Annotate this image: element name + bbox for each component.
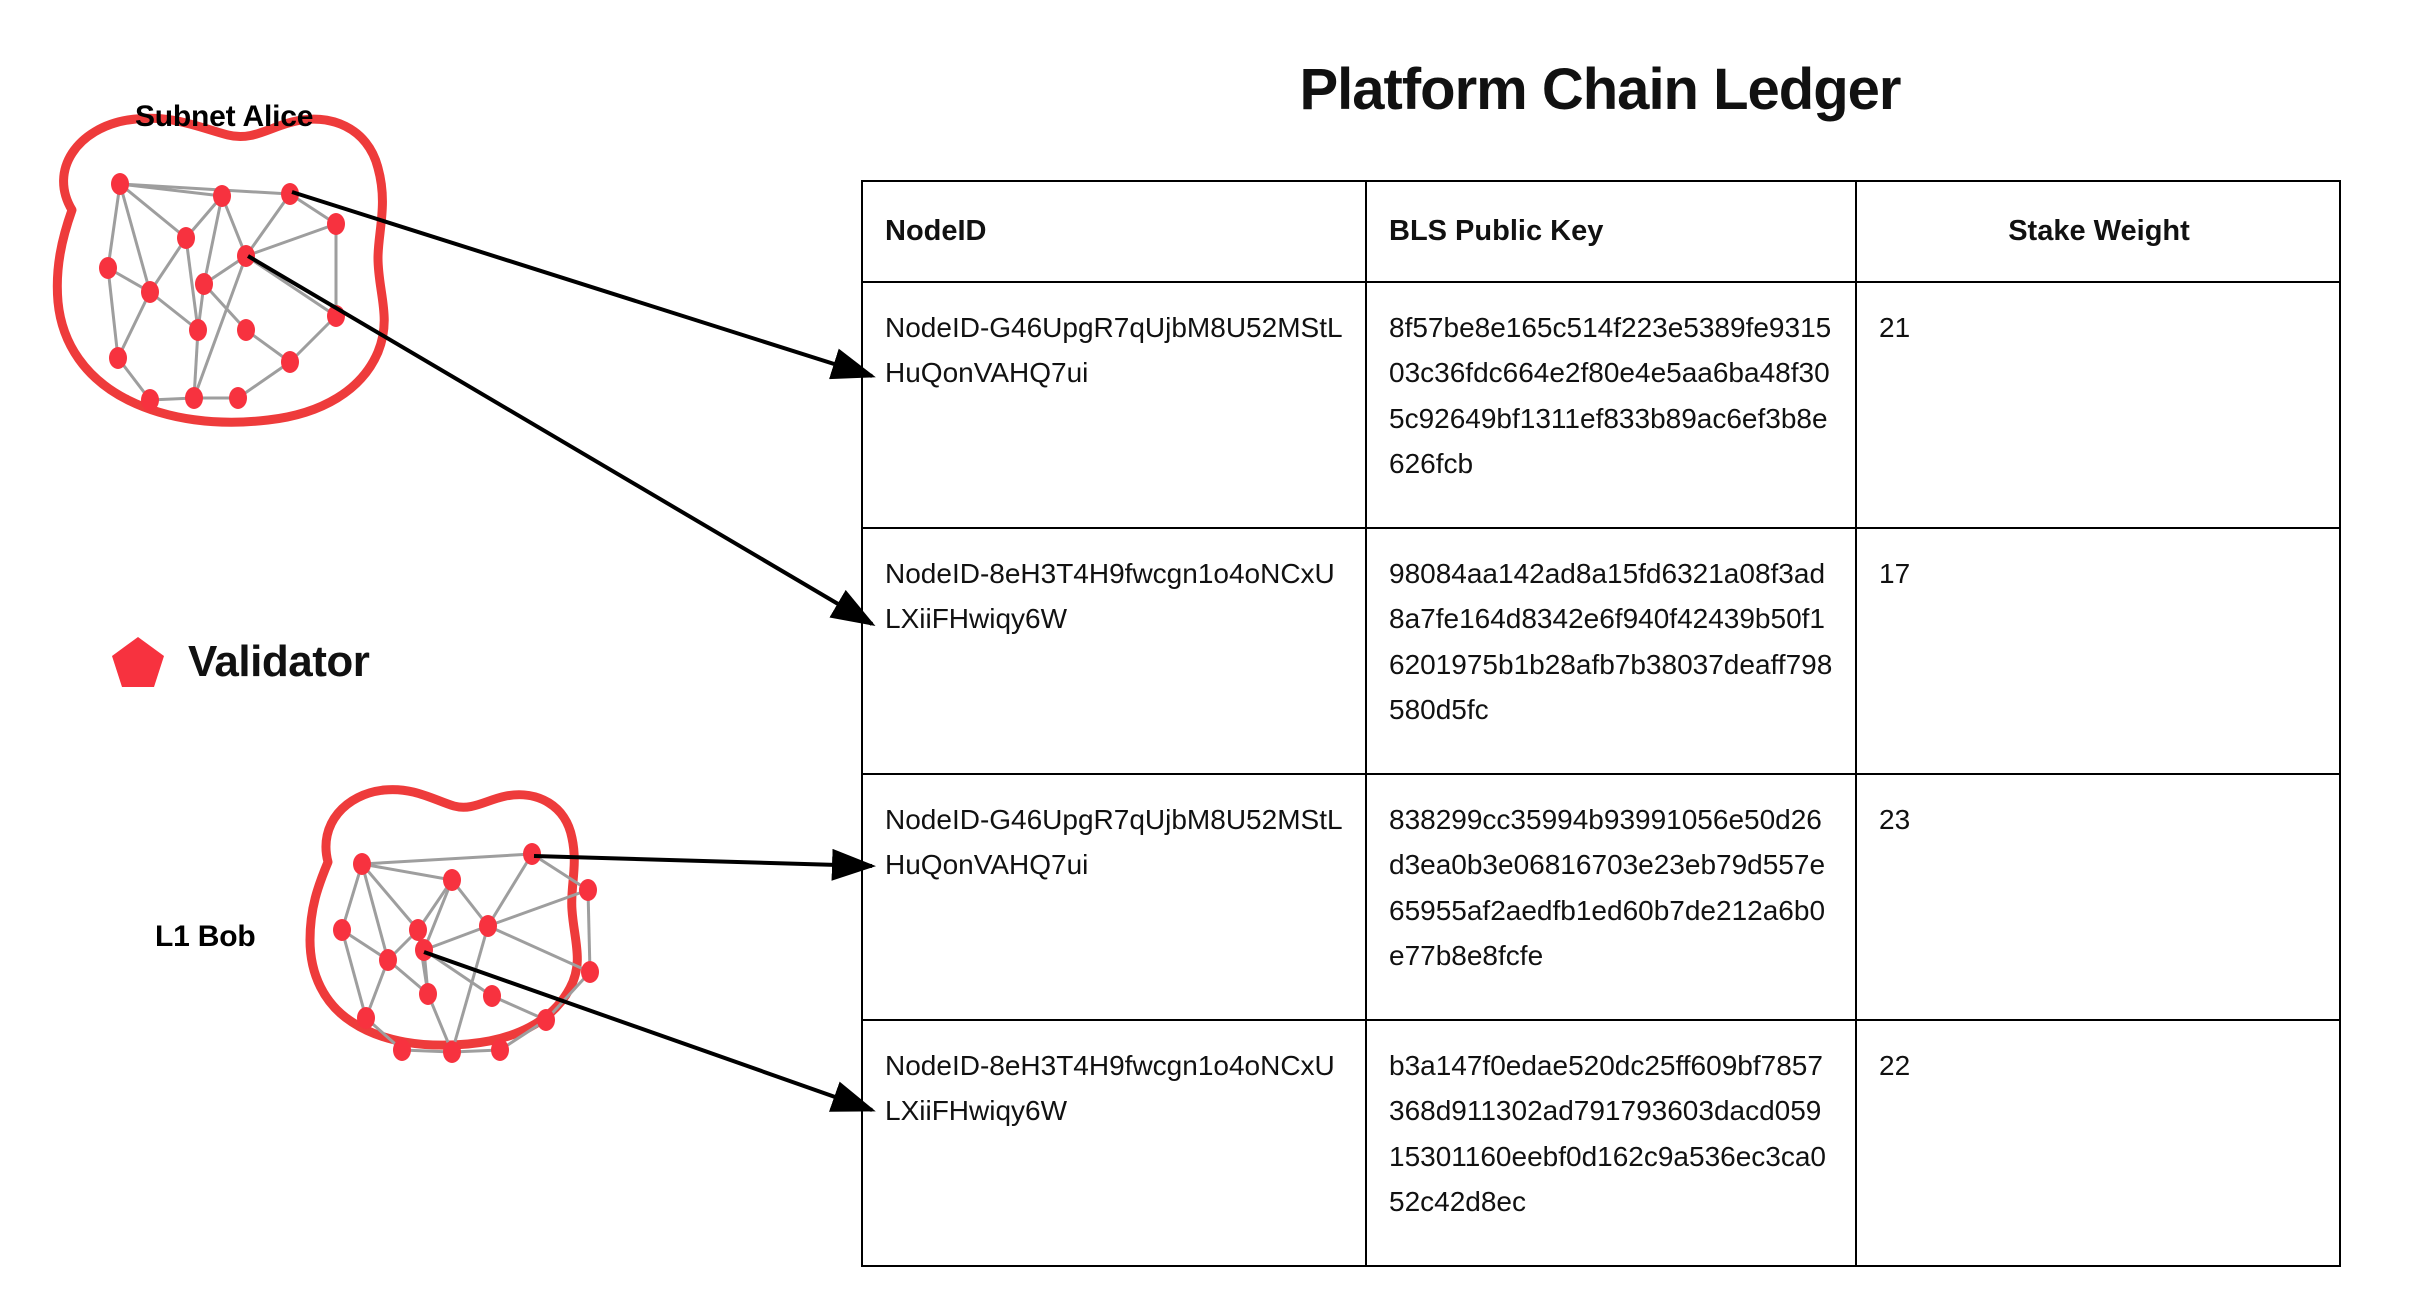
table-row: NodeID-G46UpgR7qUjbM8U52MStLHuQonVAHQ7ui… (861, 280, 2341, 529)
connector-arrows (246, 190, 876, 1112)
page-title: Platform Chain Ledger (1299, 57, 1902, 122)
cell-nodeid: NodeID-G46UpgR7qUjbM8U52MStLHuQonVAHQ7ui (861, 772, 1367, 1021)
table-row: NodeID-8eH3T4H9fwcgn1o4oNCxULXiiFHwiqy6W… (861, 526, 2341, 775)
table-header-row: NodeID BLS Public Key Stake Weight (861, 180, 2341, 283)
cell-bls-public-key: 98084aa142ad8a15fd6321a08f3ad8a7fe164d83… (1365, 526, 1857, 775)
table-row: NodeID-8eH3T4H9fwcgn1o4oNCxULXiiFHwiqy6W… (861, 1018, 2341, 1267)
cell-stake-weight: 22 (1855, 1018, 2341, 1267)
cell-stake-weight: 17 (1855, 526, 2341, 775)
connector-alice-to-row1 (291, 190, 876, 380)
l1-bob-group (305, 785, 599, 1063)
cell-bls-public-key: b3a147f0edae520dc25ff609bf7857368d911302… (1365, 1018, 1857, 1267)
cell-bls-public-key: 838299cc35994b93991056e50d26d3ea0b3e0681… (1365, 772, 1857, 1021)
column-header-nodeid: NodeID (861, 180, 1367, 283)
cell-stake-weight: 23 (1855, 772, 2341, 1021)
cell-nodeid: NodeID-G46UpgR7qUjbM8U52MStLHuQonVAHQ7ui (861, 280, 1367, 529)
platform-chain-ledger-table: NodeID BLS Public Key Stake Weight NodeI… (861, 180, 2341, 1267)
cell-bls-public-key: 8f57be8e165c514f223e5389fe931503c36fdc66… (1365, 280, 1857, 529)
cell-stake-weight: 21 (1855, 280, 2341, 529)
pentagon-icon (112, 637, 164, 687)
subnet-alice-group (52, 113, 389, 427)
cell-nodeid: NodeID-8eH3T4H9fwcgn1o4oNCxULXiiFHwiqy6W (861, 1018, 1367, 1267)
table-header: NodeID BLS Public Key Stake Weight (861, 180, 2341, 283)
connector-alice-to-row2 (246, 254, 876, 627)
subnet-alice-outline (52, 113, 389, 427)
subnet-alice-label: Subnet Alice (135, 100, 314, 133)
connector-bob-to-row3 (533, 848, 876, 881)
column-header-stake-weight: Stake Weight (1855, 180, 2341, 283)
column-header-bls-public-key: BLS Public Key (1365, 180, 1857, 283)
validator-legend-label: Validator (188, 637, 370, 686)
l1-bob-outline (305, 785, 582, 1050)
table-body: NodeID-G46UpgR7qUjbM8U52MStLHuQonVAHQ7ui… (861, 280, 2341, 1267)
table-row: NodeID-G46UpgR7qUjbM8U52MStLHuQonVAHQ7ui… (861, 772, 2341, 1021)
network-diagram (52, 113, 876, 1112)
l1-bob-label: L1 Bob (155, 920, 256, 953)
cell-nodeid: NodeID-8eH3T4H9fwcgn1o4oNCxULXiiFHwiqy6W (861, 526, 1367, 775)
l1-bob-validator-nodes (333, 843, 599, 1063)
connector-bob-to-row4 (423, 950, 876, 1112)
validator-legend: Validator (110, 635, 370, 689)
